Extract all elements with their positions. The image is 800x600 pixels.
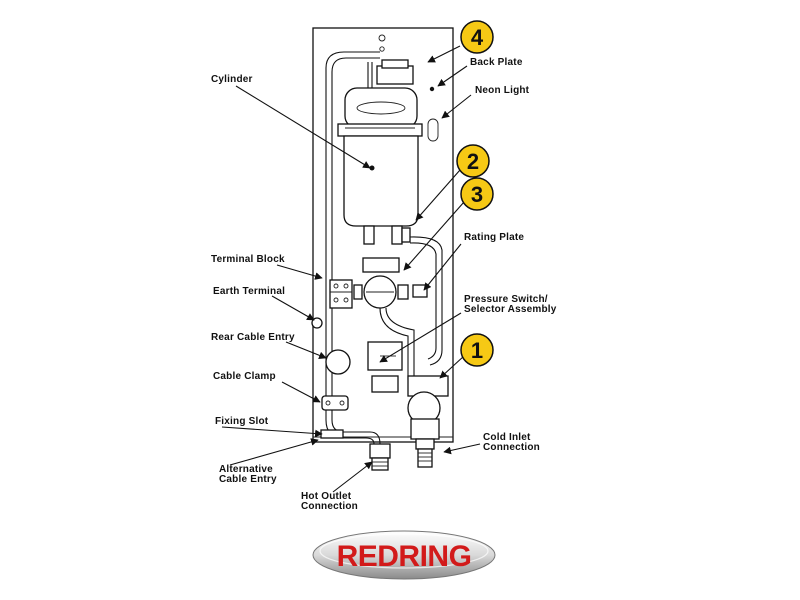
badge-1: 1 xyxy=(460,333,494,367)
label-rear-cable-entry: Rear Cable Entry xyxy=(211,332,295,343)
badge-3: 3 xyxy=(460,177,494,211)
neon-window xyxy=(427,118,439,142)
top-fitting xyxy=(376,65,414,85)
label-hot-outlet-1: Hot Outlet xyxy=(301,491,352,502)
badge-1-number: 1 xyxy=(471,338,483,363)
badge-2: 2 xyxy=(456,144,490,178)
badge-4: 4 xyxy=(460,20,494,54)
neon-light xyxy=(429,86,435,92)
fixing-slot xyxy=(320,429,344,439)
earth-terminal xyxy=(311,317,323,329)
label-earth-terminal: Earth Terminal xyxy=(213,286,285,297)
badge-4-number: 4 xyxy=(471,25,484,50)
pressure-switch xyxy=(367,341,403,393)
mounting-hole xyxy=(379,46,385,52)
callout-labels: Cylinder Back Plate Neon Light Rating Pl… xyxy=(211,57,557,512)
rear-cable-entry xyxy=(325,349,351,375)
terminal-block xyxy=(329,279,353,309)
label-cable-clamp: Cable Clamp xyxy=(213,371,276,382)
label-cold-inlet-1: Cold Inlet xyxy=(483,432,531,443)
appliance-body xyxy=(311,27,454,471)
rating-plate xyxy=(412,284,428,298)
label-hot-outlet-2: Connection xyxy=(301,501,358,512)
logo-text: REDRING xyxy=(337,540,472,573)
label-terminal-block: Terminal Block xyxy=(211,254,285,265)
label-alt-cable-1: Alternative xyxy=(219,464,273,475)
valve-body xyxy=(353,257,409,309)
label-fixing-slot: Fixing Slot xyxy=(215,416,269,427)
label-pressure-switch-1: Pressure Switch/ xyxy=(464,294,548,305)
badge-3-number: 3 xyxy=(471,182,483,207)
label-neon-light: Neon Light xyxy=(475,85,530,96)
leader-lines xyxy=(221,45,481,493)
cylinder xyxy=(337,87,423,227)
badge-2-number: 2 xyxy=(467,149,479,174)
cold-inlet-valve xyxy=(407,375,449,468)
label-pressure-switch-2: Selector Assembly xyxy=(464,304,557,315)
mounting-hole xyxy=(378,34,386,42)
label-cold-inlet-2: Connection xyxy=(483,442,540,453)
label-alt-cable-2: Cable Entry xyxy=(219,474,277,485)
label-rating-plate: Rating Plate xyxy=(464,232,524,243)
label-back-plate: Back Plate xyxy=(470,57,523,68)
redring-logo: REDRING xyxy=(312,530,496,580)
label-cylinder: Cylinder xyxy=(211,74,253,85)
cable-clamp xyxy=(321,395,349,411)
hot-pipe xyxy=(331,57,380,420)
hot-outlet xyxy=(369,443,391,471)
